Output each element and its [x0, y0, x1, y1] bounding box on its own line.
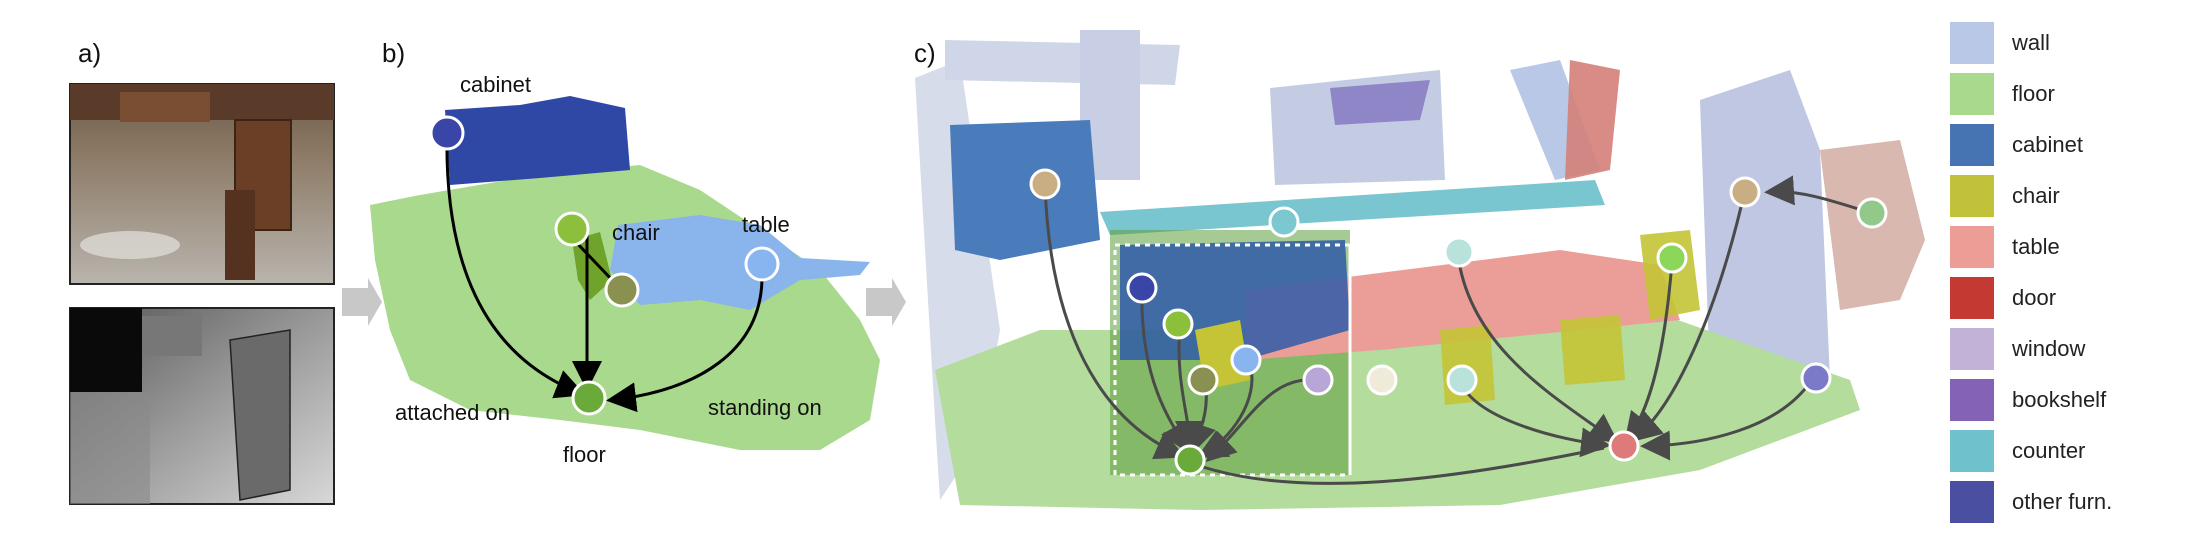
label-standing-on: standing on: [708, 395, 822, 420]
arrow-a-to-b: [342, 278, 382, 326]
edge-cabinet-floor: [445, 132, 586, 399]
legend-item: floor: [1950, 69, 2190, 120]
legend-item: door: [1950, 273, 2190, 324]
panel-label-b: b): [382, 38, 406, 68]
legend-label: counter: [2012, 438, 2086, 463]
legend-label: wall: [2012, 30, 2050, 55]
legend-swatch: [1950, 226, 1994, 268]
node-c-counter: [1268, 206, 1300, 238]
depth-image: [69, 307, 335, 505]
edge-chair-chair: [572, 238, 616, 284]
node-c-table-node: [1608, 430, 1640, 462]
cabinet-region-c: [950, 120, 1100, 260]
panel-label-c: c): [914, 38, 936, 68]
arrow-b-to-c: [866, 278, 906, 326]
legend-label: cabinet: [2012, 132, 2083, 157]
node-c-sage: [1856, 197, 1888, 229]
legend-swatch: [1950, 481, 1994, 523]
legend-swatch: [1950, 430, 1994, 472]
legend-swatch: [1950, 379, 1994, 421]
node-floor: [571, 380, 607, 416]
legend-label: chair: [2012, 183, 2060, 208]
legend-swatch: [1950, 124, 1994, 166]
legend-swatch: [1950, 175, 1994, 217]
node-c-floor: [1174, 444, 1206, 476]
legend-swatch: [1950, 277, 1994, 319]
wall-back-left: [945, 40, 1180, 85]
legend-swatch: [1950, 22, 1994, 64]
legend-label: window: [2012, 336, 2086, 361]
label-table: table: [742, 212, 790, 237]
legend-item: cabinet: [1950, 120, 2190, 171]
node-c-pale: [1443, 236, 1475, 268]
edge-table-floor: [606, 279, 764, 413]
door-region: [1565, 60, 1620, 180]
node-table: [744, 246, 780, 282]
label-floor: floor: [563, 442, 606, 467]
panel-a: [69, 83, 382, 505]
node-c-cabinet: [1126, 272, 1158, 304]
legend-label: bookshelf: [2012, 387, 2107, 412]
label-cabinet: cabinet: [460, 72, 531, 97]
node-c-tan-right: [1729, 176, 1761, 208]
panel-label-a: a): [78, 38, 102, 68]
wall-right: [1700, 70, 1830, 410]
cabinet-region: [445, 96, 630, 185]
panel-c: [908, 30, 1925, 510]
counter-region: [1100, 180, 1605, 235]
legend-label: other furn.: [2012, 489, 2113, 514]
legend-item: window: [1950, 324, 2190, 375]
chair-4: [1560, 315, 1625, 385]
bookshelf-region: [1330, 80, 1430, 125]
legend-item: bookshelf: [1950, 375, 2190, 426]
node-cabinet: [429, 115, 465, 151]
panel-b: cabinet chair table attached on standing…: [370, 72, 906, 467]
node-chair: [554, 211, 590, 247]
table-region: [610, 215, 870, 310]
node-c-other: [1800, 362, 1832, 394]
node-chair-2: [604, 272, 640, 308]
node-c-window: [1302, 364, 1334, 396]
legend-label: table: [2012, 234, 2060, 259]
node-c-pale-2: [1446, 364, 1478, 396]
legend-item: table: [1950, 222, 2190, 273]
label-attached-on: attached on: [395, 400, 510, 425]
node-c-chair-c: [1656, 242, 1688, 274]
node-c-table-blue: [1230, 344, 1262, 376]
legend-swatch: [1950, 73, 1994, 115]
legend-swatch: [1950, 328, 1994, 370]
legend-label: door: [2012, 285, 2057, 310]
legend-item: counter: [1950, 426, 2190, 477]
table-region-c: [1245, 250, 1680, 360]
label-chair: chair: [612, 220, 660, 245]
legend-item: other furn.: [1950, 477, 2190, 528]
wall-pillar: [1080, 30, 1140, 180]
legend-item: wall: [1950, 18, 2190, 69]
node-c-cream: [1366, 364, 1398, 396]
legend: wall floor cabinet chair table door window book…: [1950, 18, 2190, 528]
node-c-tan-left: [1029, 168, 1061, 200]
node-c-chair-a: [1162, 308, 1194, 340]
rgb-photo: [69, 83, 335, 285]
legend-label: floor: [2012, 81, 2055, 106]
legend-item: chair: [1950, 171, 2190, 222]
node-c-chair-b: [1187, 364, 1219, 396]
